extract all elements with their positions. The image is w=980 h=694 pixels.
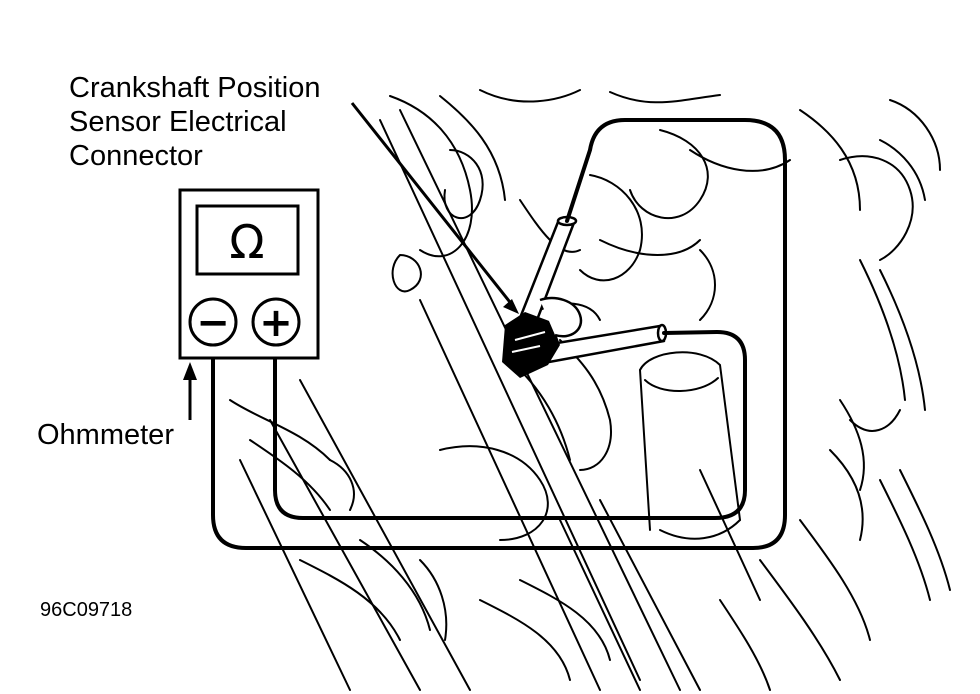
ohmmeter-label: Ohmmeter: [37, 419, 174, 451]
positive-terminal: [251, 297, 301, 347]
sensor-label-line-2: Sensor Electrical: [69, 106, 287, 138]
positive-terminal-symbol: +: [259, 300, 293, 346]
ohmmeter-body: [178, 188, 320, 360]
sensor-label-line-1: Crankshaft Position: [69, 72, 321, 104]
sensor-connector-label: Crankshaft Position Sensor Electrical Co…: [69, 71, 320, 173]
sensor-label-line-3: Connector: [69, 140, 203, 172]
negative-lead: [211, 118, 787, 550]
ohm-symbol: Ω: [229, 215, 264, 269]
ohmmeter-arrow: [183, 362, 197, 420]
leader-line: [350, 102, 519, 314]
negative-terminal-symbol: −: [196, 300, 230, 346]
positive-lead: [273, 330, 747, 520]
negative-terminal: [188, 297, 238, 347]
test-leads: [211, 118, 787, 550]
engine-sketch: [229, 89, 951, 691]
crankshaft-sensor-connector: [502, 296, 583, 378]
figure-id: 96C09718: [40, 599, 133, 621]
ohmmeter-display: [195, 204, 300, 276]
